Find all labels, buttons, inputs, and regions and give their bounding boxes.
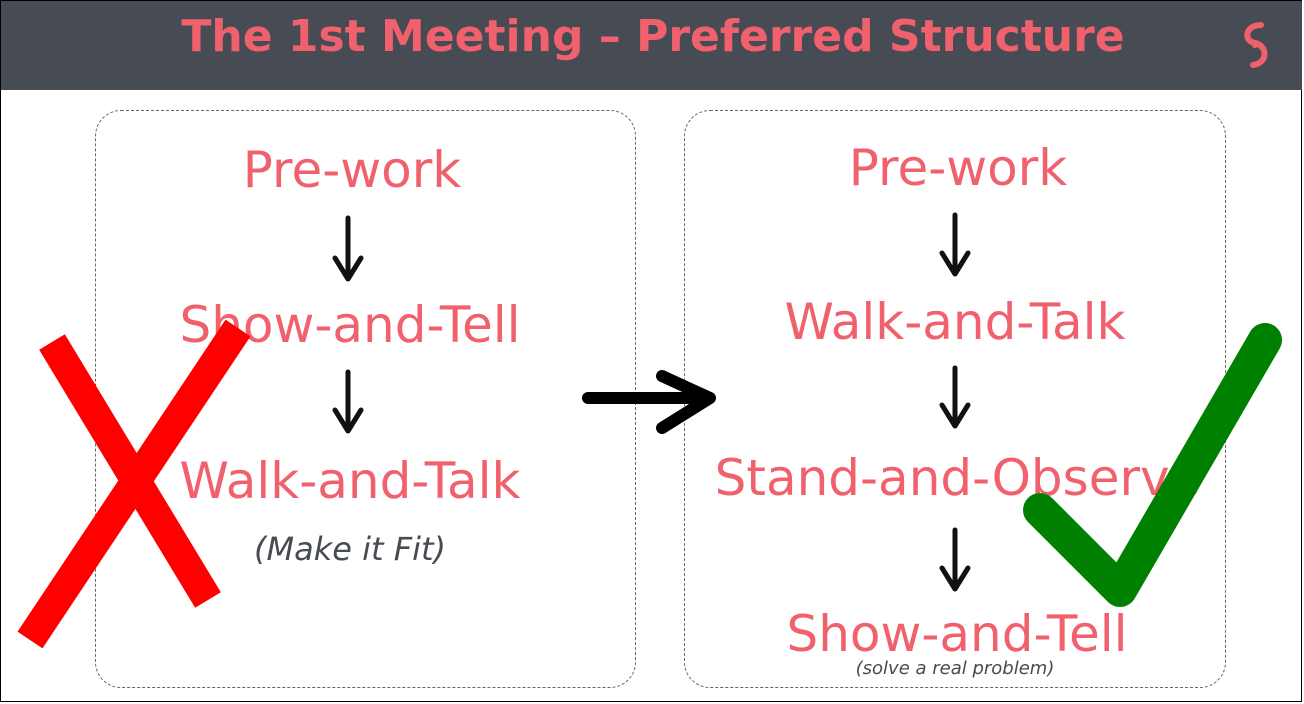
left-step-walk-and-talk: Walk-and-Talk [179, 452, 521, 510]
down-arrow-icon [939, 365, 971, 429]
right-arrow-icon [582, 370, 716, 434]
brand-logo-icon [1244, 22, 1268, 68]
left-step-pre-work: Pre-work [242, 141, 462, 199]
right-step-pre-work: Pre-work [848, 139, 1068, 197]
down-arrow-icon [939, 527, 971, 592]
header-bar: The 1st Meeting – Preferred Structure [1, 1, 1302, 90]
slide-title: The 1st Meeting – Preferred Structure [181, 11, 1125, 62]
check-mark-icon [1023, 323, 1282, 607]
left-note: (Make it Fit) [253, 530, 447, 568]
cross-mark-icon [17, 319, 251, 649]
right-step-walk-and-talk: Walk-and-Talk [784, 293, 1126, 351]
down-arrow-icon [332, 369, 364, 434]
right-step-show-and-tell: Show-and-Tell [786, 605, 1128, 663]
right-note: (solve a real problem) [855, 658, 1055, 679]
right-step-stand-and-observe: Stand-and-Observe [714, 449, 1201, 507]
down-arrow-icon [332, 215, 364, 282]
down-arrow-icon [939, 212, 971, 277]
